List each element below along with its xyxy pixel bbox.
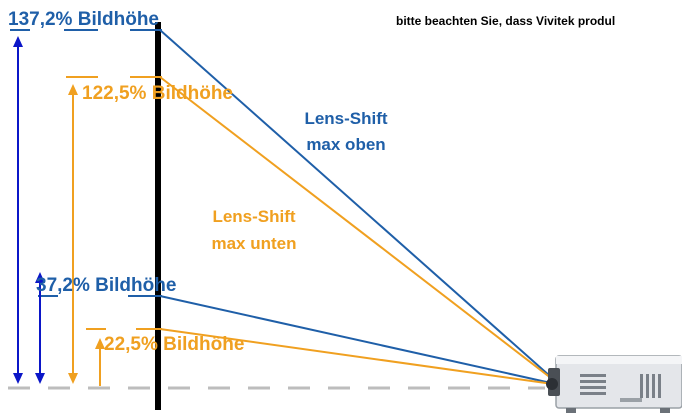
label-shift-up-line1: Lens-Shift — [304, 109, 387, 128]
beam-up-bottom — [159, 295, 561, 386]
note-text: bitte beachten Sie, dass Vivitek produl — [396, 14, 616, 28]
label-max-up-height: 137,2% Bildhöhe — [8, 9, 159, 30]
beam-up-top — [159, 29, 561, 386]
arrow-max-down-height — [68, 84, 78, 384]
label-min-down-height: 22,5% Bildhöhe — [104, 334, 244, 355]
label-max-down-top-height: 122,5% Bildhöhe — [82, 83, 233, 104]
projector-icon — [546, 355, 682, 413]
arrow-min-down-height — [95, 338, 105, 386]
beam-down-top — [159, 76, 561, 386]
arrow-max-up-height — [13, 36, 23, 384]
label-min-up-height: 37,2% Bildhöhe — [36, 275, 176, 296]
label-shift-down-line2: max unten — [211, 234, 296, 253]
arrow-min-up-height — [35, 272, 45, 384]
label-shift-up-line2: max oben — [306, 135, 385, 154]
beam-down-bottom — [159, 328, 561, 386]
label-shift-down-line1: Lens-Shift — [212, 207, 295, 226]
